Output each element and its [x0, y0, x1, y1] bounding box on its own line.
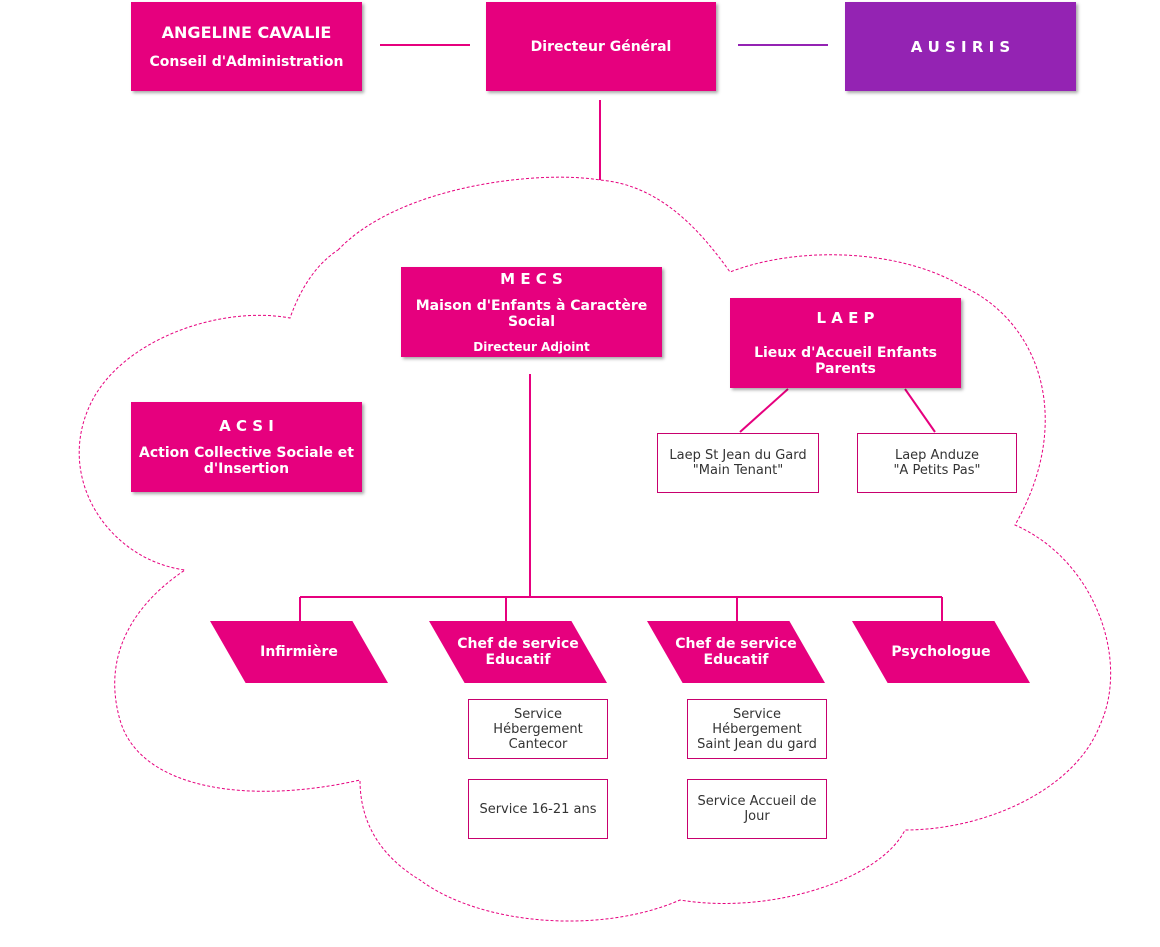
service-line3: Cantecor	[508, 736, 568, 752]
laep-site-line2: "Main Tenant"	[692, 463, 784, 478]
service-line1: Service	[513, 706, 563, 722]
staff-line1: Chef de service	[457, 636, 579, 652]
staff-psychologue: Psychologue	[852, 621, 1030, 683]
laep-site-line1: Laep Anduze	[894, 448, 980, 463]
laep-site-anduze: Laep Anduze "A Petits Pas"	[857, 433, 1017, 493]
director-label: Directeur Général	[530, 38, 672, 55]
laep-title: L A E P	[816, 309, 875, 327]
mecs-role: Directeur Adjoint	[473, 340, 590, 354]
mecs-subtitle: Maison d'Enfants à Caractère Social	[415, 298, 648, 330]
service-accueil-jour: Service Accueil de Jour	[687, 779, 827, 839]
staff-line2: Educatif	[485, 652, 551, 668]
acsi-line2: d'Insertion	[203, 461, 290, 477]
service-line2: Hébergement	[712, 721, 802, 737]
staff-line1: Infirmière	[260, 644, 338, 660]
service-line1: Service 16-21 ans	[479, 801, 597, 817]
service-saint-jean: Service Hébergement Saint Jean du gard	[687, 699, 827, 759]
staff-line1: Chef de service	[675, 636, 797, 652]
board-box: ANGELINE CAVALIE Conseil d'Administratio…	[131, 2, 362, 91]
staff-chef-service-1: Chef de service Educatif	[429, 621, 607, 683]
laep-subtitle: Lieux d'Accueil Enfants Parents	[754, 345, 937, 377]
staff-chef-service-2: Chef de service Educatif	[647, 621, 825, 683]
mecs-title: M E C S	[500, 270, 563, 288]
acsi-box: A C S I Action Collective Sociale et d'I…	[131, 402, 362, 492]
partner-box: A U S I R I S	[845, 2, 1076, 91]
connector-laep-site-1	[739, 388, 789, 433]
partner-label: A U S I R I S	[910, 37, 1011, 56]
cloud-outline	[78, 176, 1112, 922]
acsi-line1: Action Collective Sociale et	[139, 445, 354, 461]
mecs-box: M E C S Maison d'Enfants à Caractère Soc…	[401, 267, 662, 357]
connector-laep-site-2	[904, 388, 936, 433]
laep-box: L A E P Lieux d'Accueil Enfants Parents	[730, 298, 961, 388]
service-line2: Jour	[744, 809, 770, 824]
service-line1: Service	[732, 706, 782, 722]
staff-line2: Educatif	[703, 652, 769, 668]
service-line1: Service Accueil de	[697, 794, 817, 809]
laep-site-st-jean: Laep St Jean du Gard "Main Tenant"	[657, 433, 819, 493]
director-box: Directeur Général	[486, 2, 716, 91]
staff-line1: Psychologue	[891, 644, 991, 660]
board-name: ANGELINE CAVALIE	[161, 23, 332, 42]
acsi-title: A C S I	[219, 417, 274, 435]
service-line3: Saint Jean du gard	[697, 736, 817, 752]
service-cantecor: Service Hébergement Cantecor	[468, 699, 608, 759]
staff-infirmiere: Infirmière	[210, 621, 388, 683]
service-line2: Hébergement	[493, 721, 583, 737]
laep-site-line2: "A Petits Pas"	[893, 463, 981, 478]
board-role: Conseil d'Administration	[149, 54, 344, 70]
laep-site-line1: Laep St Jean du Gard	[669, 448, 807, 463]
service-16-21: Service 16-21 ans	[468, 779, 608, 839]
